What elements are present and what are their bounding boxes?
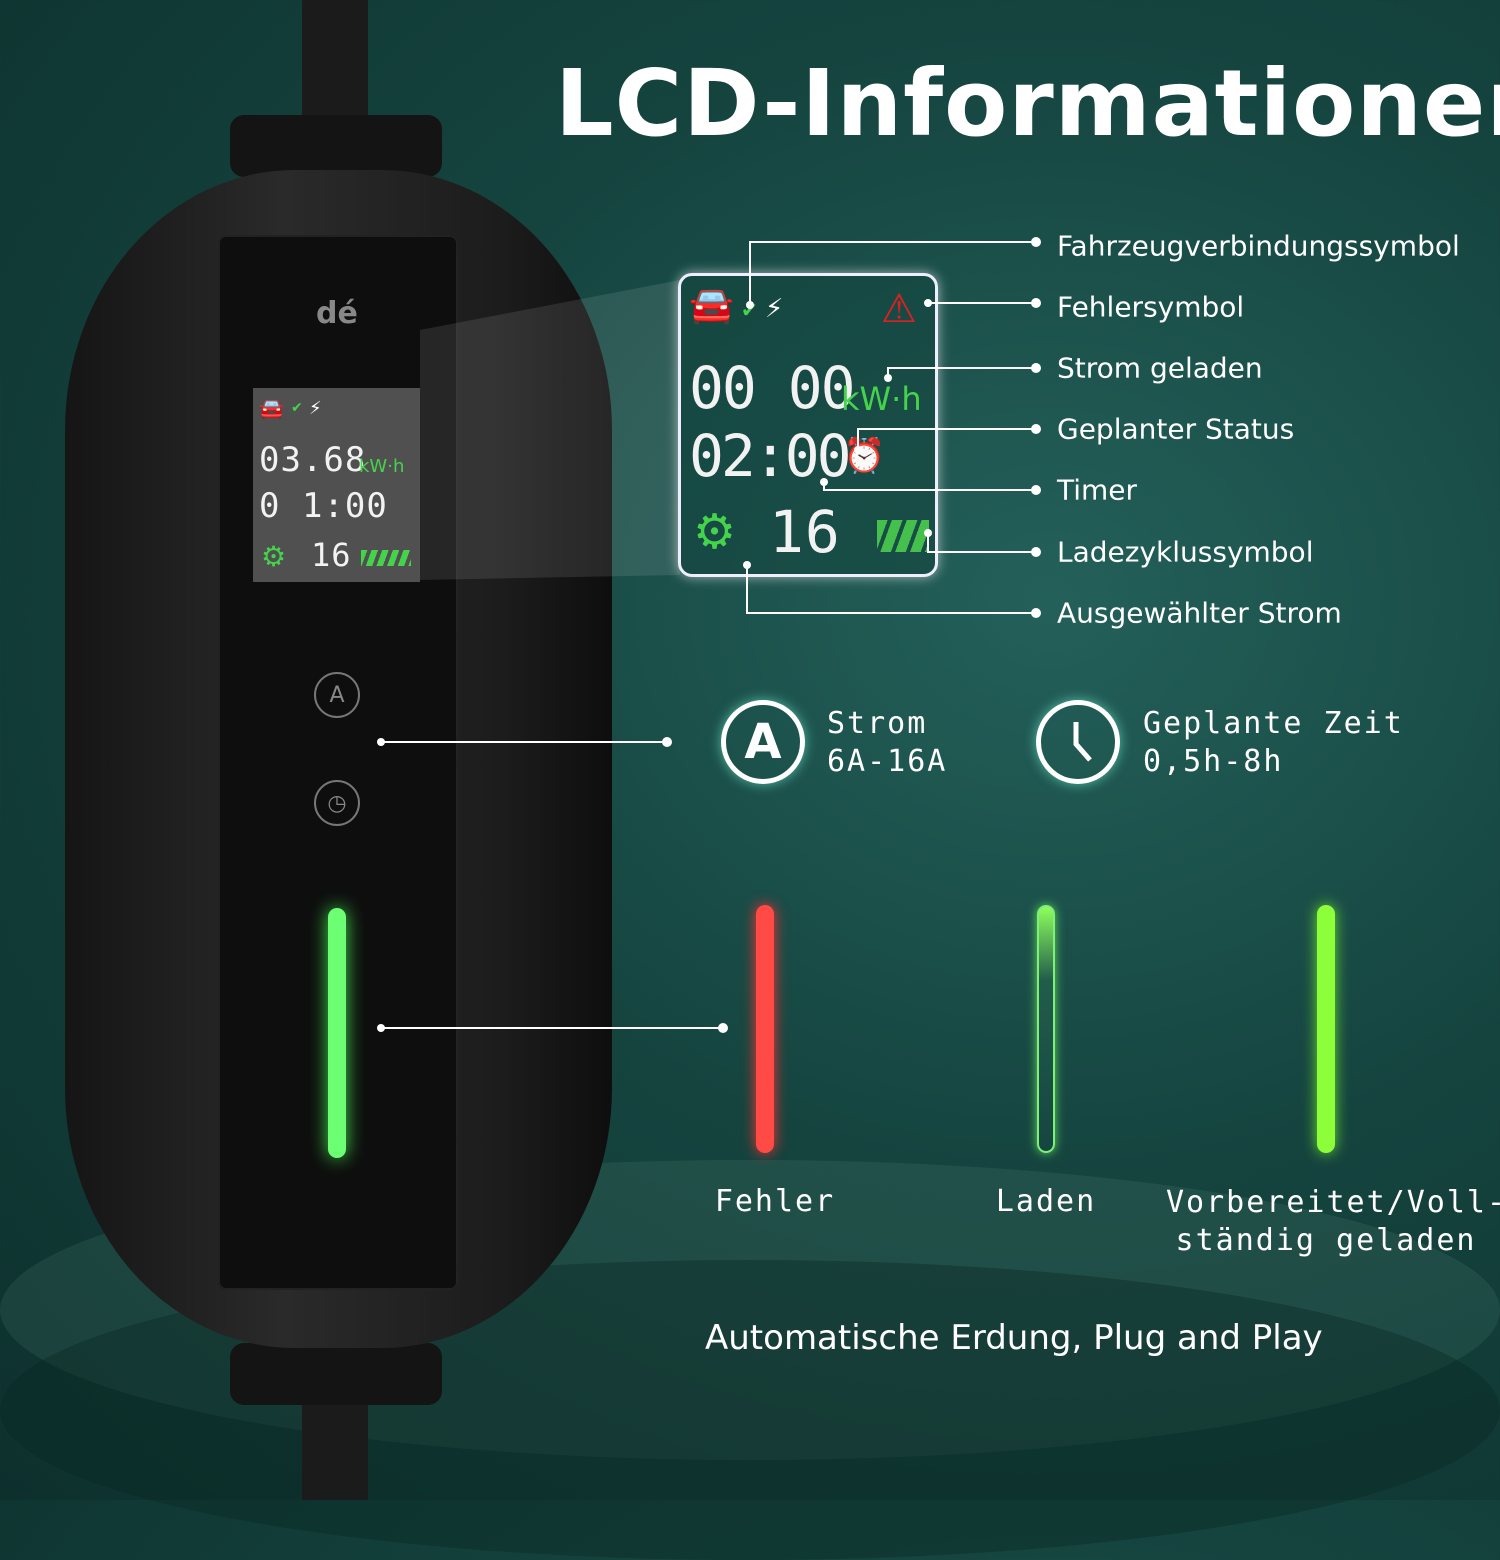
label-charging: Laden — [995, 1184, 1097, 1219]
status-led — [328, 908, 346, 1158]
device-lcd: 🚘 ✔ ⚡ 03.68 kW·h 0 1:00 ⚙ 16 — [253, 388, 420, 582]
cable-bottom — [302, 1395, 368, 1500]
callout-selected-current: Ausgewählter Strom — [1057, 596, 1342, 630]
feature-current-title: Strom — [827, 706, 928, 741]
current-a-icon: A — [721, 700, 805, 784]
callout-error-symbol: Fehlersymbol — [1057, 290, 1245, 324]
callout-lines — [377, 738, 385, 1032]
car-icon: 🚘 — [689, 285, 734, 326]
current-a-letter: A — [744, 714, 782, 770]
enlarged-lcd: 🚘 ✔ ⚡ ⚠ 00 00 kW·h 02:00 ⏰ ⚙ 16 — [678, 273, 938, 577]
battery-icon — [361, 550, 411, 566]
ready-indicator-bar — [1317, 905, 1335, 1153]
label-ready: Vorbereitet/Voll-ständig geladen — [1166, 1184, 1500, 1260]
plug-icon: ⚡ — [765, 294, 784, 324]
gear-icon: ⚙ — [261, 540, 287, 573]
charging-indicator-bar — [1037, 905, 1055, 1153]
clock-icon — [1036, 700, 1120, 784]
enlarged-current: 16 — [769, 498, 841, 566]
warning-icon: ⚠ — [881, 286, 917, 332]
brand-logo: dé — [316, 296, 358, 331]
callout-charge-cycle: Ladezyklussymbol — [1057, 535, 1314, 569]
device-timer: 0 1:00 — [259, 486, 388, 526]
cable-top — [302, 0, 368, 125]
callout-vehicle-connection: Fahrzeugverbindungssymbol — [1057, 229, 1460, 263]
gear-icon: ⚙ — [693, 504, 737, 560]
callout-scheduled-status: Geplanter Status — [1057, 412, 1295, 446]
page-title: LCD-Informationen — [555, 50, 1500, 157]
label-ready-line2: ständig geladen — [1175, 1223, 1477, 1258]
callout-energy-charged: Strom geladen — [1057, 351, 1263, 385]
device-bottom-cap — [230, 1343, 442, 1405]
plug-icon: ⚡ — [309, 398, 322, 419]
feature-current-value: 6A-16A — [827, 744, 948, 779]
current-button-label: A — [329, 682, 345, 708]
error-indicator-bar — [756, 905, 774, 1153]
battery-icon — [877, 520, 929, 552]
device-top-cap — [230, 115, 442, 177]
clock-icon: ◷ — [327, 790, 347, 816]
label-error: Fehler — [714, 1184, 836, 1219]
projection-beam — [0, 0, 1500, 1500]
device-energy: 03.68 — [259, 440, 367, 480]
device-unit: kW·h — [359, 456, 405, 477]
callout-timer: Timer — [1057, 473, 1138, 507]
device-current: 16 — [311, 536, 352, 574]
timer-button[interactable]: ◷ — [314, 780, 360, 826]
feature-time-title: Geplante Zeit — [1143, 706, 1404, 741]
enlarged-unit: kW·h — [841, 380, 922, 418]
feature-time-value: 0,5h-8h — [1143, 744, 1284, 779]
footer-tagline: Automatische Erdung, Plug and Play — [705, 1318, 1323, 1358]
current-button[interactable]: A — [314, 672, 360, 718]
car-icon: 🚘 — [259, 396, 284, 420]
alarm-clock-icon: ⏰ — [843, 436, 886, 476]
label-ready-line1: Vorbereitet/Voll- — [1166, 1185, 1500, 1220]
check-icon: ✔ — [291, 400, 303, 416]
enlarged-energy: 00 00 — [689, 354, 856, 422]
